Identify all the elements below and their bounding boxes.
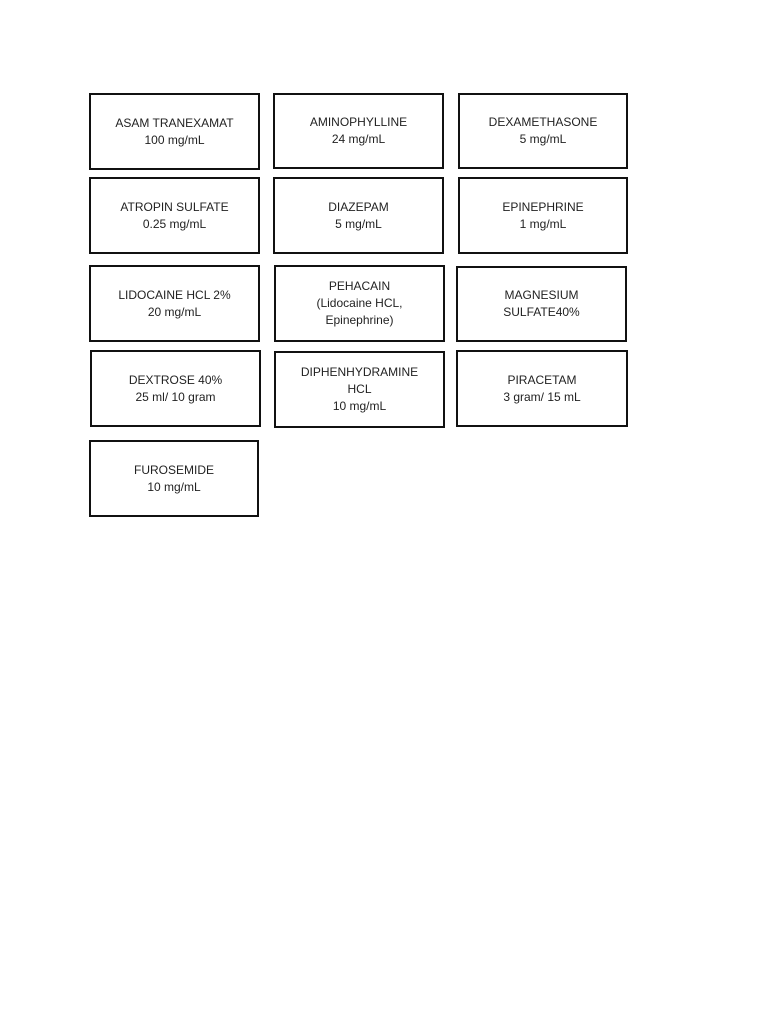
label-dexamethasone: DEXAMETHASONE 5 mg/mL xyxy=(458,93,628,169)
label-dextrose: DEXTROSE 40% 25 ml/ 10 gram xyxy=(90,350,261,427)
label-diazepam: DIAZEPAM 5 mg/mL xyxy=(273,177,444,254)
label-line: SULFATE40% xyxy=(503,305,580,319)
label-line: (Lidocaine HCL, xyxy=(316,296,403,310)
label-lidocaine-hcl: LIDOCAINE HCL 2% 20 mg/mL xyxy=(89,265,260,342)
label-piracetam: PIRACETAM 3 gram/ 15 mL xyxy=(456,350,628,427)
label-line: 24 mg/mL xyxy=(331,132,386,146)
label-line: DIAZEPAM xyxy=(328,199,389,214)
label-line: FUROSEMIDE xyxy=(133,462,214,477)
label-aminophylline: AMINOPHYLLINE 24 mg/mL xyxy=(273,93,444,169)
label-line: 10 mg/mL xyxy=(147,479,201,494)
label-line: LIDOCAINE HCL 2% xyxy=(118,287,231,302)
label-line: DIPHENHYDRAMINE xyxy=(300,365,419,379)
label-line: PEHACAIN xyxy=(328,279,391,293)
label-line: Epinephrine) xyxy=(325,313,394,327)
label-line: AMINOPHYLLINE xyxy=(309,115,408,129)
label-line: 5 mg/mL xyxy=(519,132,567,146)
label-line: 25 ml/ 10 gram xyxy=(135,389,216,404)
label-epinephrine: EPINEPHRINE 1 mg/mL xyxy=(458,177,628,254)
label-furosemide: FUROSEMIDE 10 mg/mL xyxy=(89,440,259,517)
label-line: 20 mg/mL xyxy=(147,304,202,319)
label-line: 10 mg/mL xyxy=(332,399,387,413)
label-line: HCL xyxy=(347,382,372,396)
label-line: 5 mg/mL xyxy=(335,216,382,231)
label-line: 100 mg/mL xyxy=(144,132,205,147)
label-diphenhydramine-hcl: DIPHENHYDRAMINE HCL 10 mg/mL xyxy=(274,351,445,428)
label-line: 3 gram/ 15 mL xyxy=(503,389,581,404)
label-line: ATROPIN SULFATE xyxy=(120,199,229,214)
label-line: MAGNESIUM xyxy=(504,288,579,302)
label-line: PIRACETAM xyxy=(507,372,577,387)
label-line: DEXAMETHASONE xyxy=(488,115,598,129)
label-asam-tranexamat: ASAM TRANEXAMAT 100 mg/mL xyxy=(89,93,260,170)
label-atropin-sulfate: ATROPIN SULFATE 0.25 mg/mL xyxy=(89,177,260,254)
label-line: 0.25 mg/mL xyxy=(142,216,207,231)
label-line: DEXTROSE 40% xyxy=(128,372,223,387)
label-pehacain: PEHACAIN (Lidocaine HCL, Epinephrine) xyxy=(274,265,445,342)
label-line: 1 mg/mL xyxy=(519,216,567,231)
label-line: EPINEPHRINE xyxy=(502,199,584,214)
label-magnesium-sulfate: MAGNESIUM SULFATE40% xyxy=(456,266,627,342)
label-line: ASAM TRANEXAMAT xyxy=(115,115,234,130)
